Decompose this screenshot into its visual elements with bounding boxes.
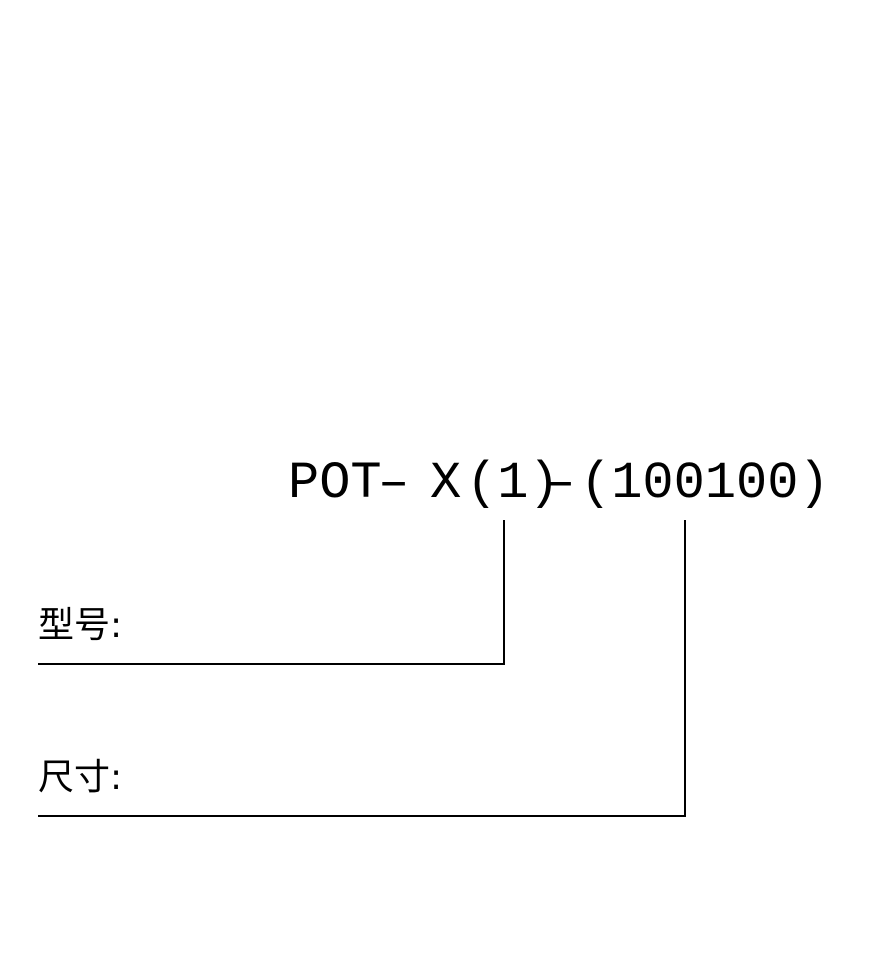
- model-label: 型号:: [38, 605, 123, 646]
- code-size: (100100): [580, 454, 830, 513]
- code-dash-2: –: [544, 454, 576, 513]
- size-leader-vertical: [684, 520, 686, 817]
- model-leader-horizontal: [38, 663, 505, 665]
- code-dash-1: –: [378, 454, 410, 513]
- size-leader-horizontal: [38, 815, 686, 817]
- size-label: 尺寸:: [38, 757, 123, 798]
- code-variant: (1): [466, 454, 560, 513]
- code-prefix: POT: [288, 454, 382, 513]
- model-leader-vertical: [503, 520, 505, 665]
- code-type: X: [430, 454, 462, 513]
